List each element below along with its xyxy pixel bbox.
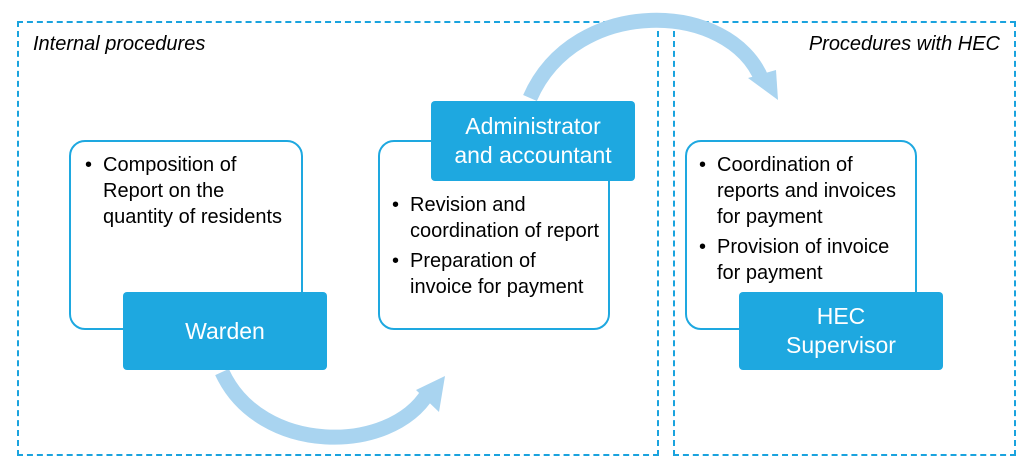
- admin-task-list: Revision and coordination of report Prep…: [388, 192, 600, 300]
- arrow-admin-to-hec-head: [748, 70, 778, 100]
- arrow-warden-to-admin-head: [416, 376, 445, 412]
- arrow-warden-to-admin: [215, 368, 435, 445]
- warden-task-list: Composition of Report on the quantity of…: [81, 152, 293, 230]
- hec-supervisor-role-box: HEC Supervisor: [739, 292, 943, 370]
- admin-task-item: Revision and coordination of report: [388, 192, 600, 244]
- hec-task-list: Coordination of reports and invoices for…: [695, 152, 907, 286]
- hec-procedures-title: Procedures with HEC: [808, 33, 1000, 55]
- admin-role-box: Administrator and accountant: [431, 101, 635, 181]
- warden-task-item: Composition of Report on the quantity of…: [81, 152, 293, 230]
- arrow-admin-to-hec: [523, 12, 769, 102]
- hec-task-item: Provision of invoice for payment: [695, 234, 907, 286]
- admin-task-item: Preparation of invoice for payment: [388, 248, 600, 300]
- internal-procedures-title: Internal procedures: [33, 33, 206, 55]
- warden-role-box: Warden: [123, 292, 327, 370]
- internal-procedures-region: Internal procedures: [17, 21, 659, 456]
- hec-procedures-region: Procedures with HEC: [673, 21, 1016, 456]
- hec-task-item: Coordination of reports and invoices for…: [695, 152, 907, 230]
